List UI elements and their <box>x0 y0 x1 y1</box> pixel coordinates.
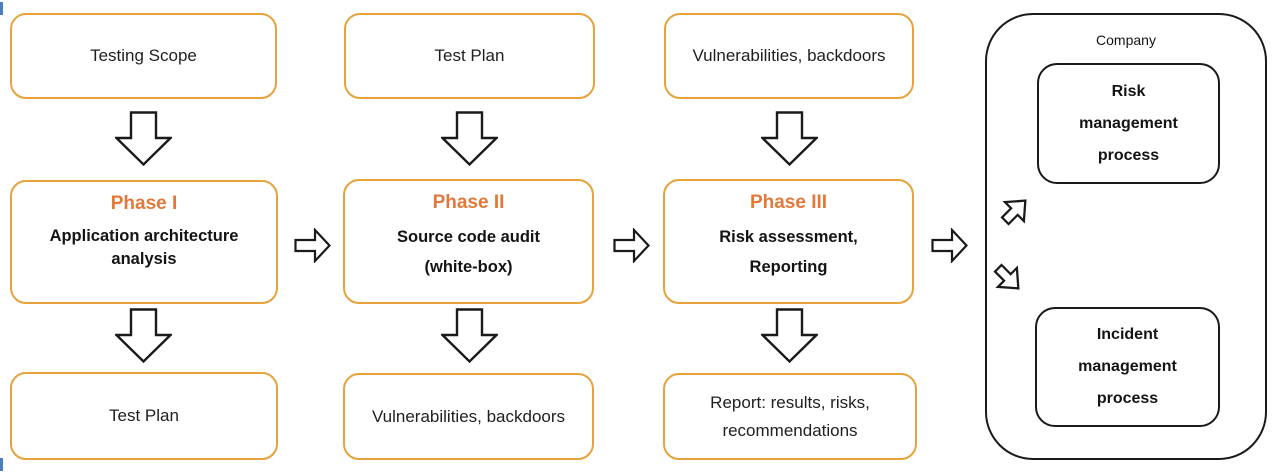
phase-3-box: Phase III Risk assessment, Reporting <box>663 179 914 304</box>
left-edge-artifact <box>0 2 3 15</box>
risk-management-label: Risk management process <box>1079 82 1178 164</box>
down-arrow-icon <box>439 111 500 167</box>
phase-1-description: Application architecture analysis <box>49 227 239 268</box>
incident-management-label: Incident management process <box>1078 326 1177 407</box>
phase-3-description-line-2: Reporting <box>749 258 828 276</box>
down-arrow-icon <box>113 111 174 167</box>
right-arrow-icon <box>294 227 332 264</box>
phase-1-title: Phase I <box>110 193 178 214</box>
phase-2-description-line-1: Source code audit <box>396 228 541 246</box>
test-plan-output-label: Test Plan <box>109 406 179 425</box>
report-output-box: Report: results, risks, recommendations <box>663 373 917 460</box>
down-arrow-icon <box>439 308 500 364</box>
up-right-arrow-icon <box>992 187 1039 234</box>
down-right-arrow-icon <box>985 255 1032 302</box>
company-label: Company <box>1096 32 1156 48</box>
phase-2-box: Phase II Source code audit (white-box) <box>343 179 594 304</box>
vulnerabilities-input-box: Vulnerabilities, backdoors <box>664 13 914 99</box>
right-arrow-icon <box>613 227 651 264</box>
report-output-label: Report: results, risks, recommendations <box>710 392 870 440</box>
phase-2-title: Phase II <box>432 192 505 213</box>
phase-2-description-line-2: (white-box) <box>424 258 513 276</box>
down-arrow-icon <box>759 111 820 167</box>
testing-scope-box: Testing Scope <box>10 13 277 99</box>
down-arrow-icon <box>759 308 820 364</box>
test-plan-input-box: Test Plan <box>344 13 595 99</box>
testing-scope-label: Testing Scope <box>90 46 197 65</box>
phase-1-box: Phase I Application architecture analysi… <box>10 180 278 304</box>
vulnerabilities-input-label: Vulnerabilities, backdoors <box>692 46 886 65</box>
phase-3-description-line-1: Risk assessment, <box>719 228 858 246</box>
right-arrow-icon <box>931 227 969 264</box>
phase-3-title: Phase III <box>749 192 828 213</box>
test-plan-output-box: Test Plan <box>10 372 278 460</box>
left-edge-artifact <box>0 458 3 471</box>
incident-management-box: Incident management process <box>1035 307 1220 427</box>
vulnerabilities-output-label: Vulnerabilities, backdoors <box>371 406 566 426</box>
vulnerabilities-output-box: Vulnerabilities, backdoors <box>343 373 594 460</box>
down-arrow-icon <box>113 308 174 364</box>
test-plan-input-label: Test Plan <box>434 46 505 65</box>
company-container: Company Risk management process Incident… <box>985 13 1267 460</box>
risk-management-box: Risk management process <box>1037 63 1220 184</box>
